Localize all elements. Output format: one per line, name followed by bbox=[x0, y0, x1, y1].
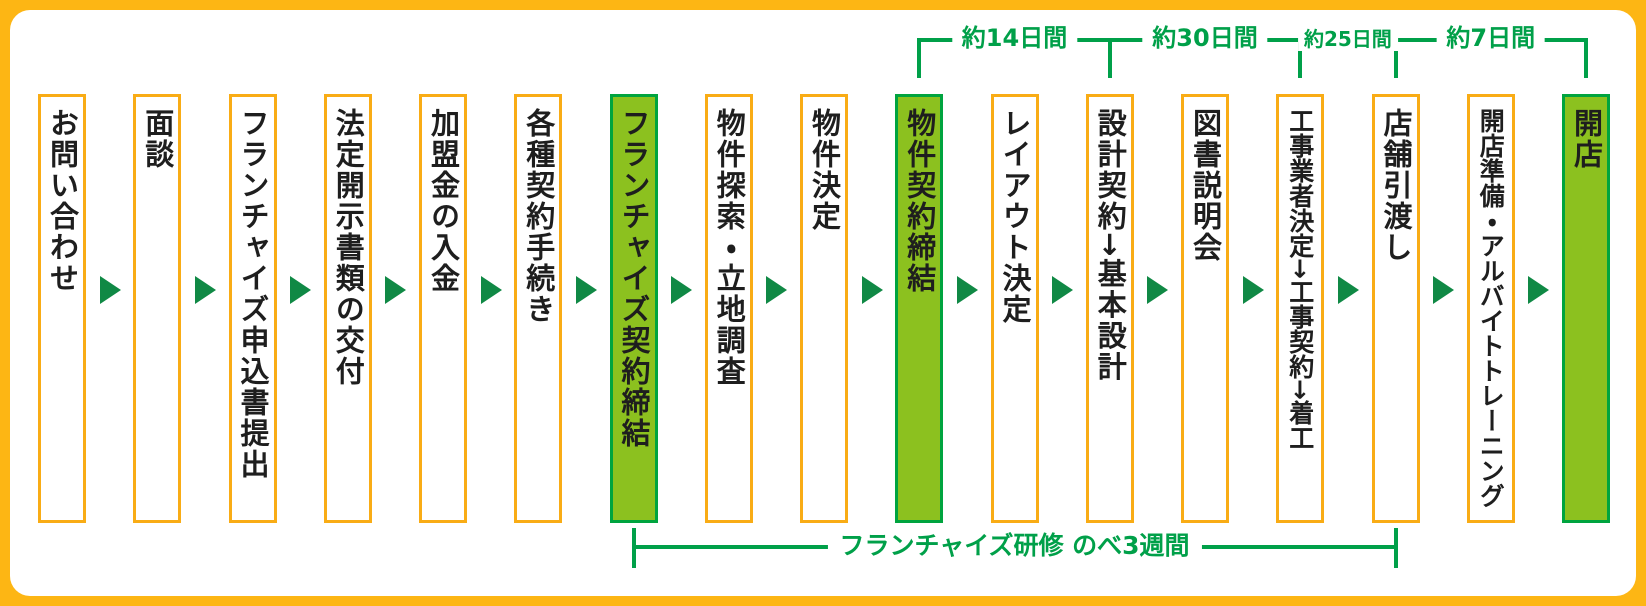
step-label: 開店準備・アルバイトトレーニング bbox=[1478, 97, 1503, 508]
step-label: レイアウト決定 bbox=[1000, 97, 1029, 325]
step-label: 物件契約締結 bbox=[905, 97, 934, 294]
step-label: 加盟金の入金 bbox=[429, 97, 458, 294]
arrow-right-icon bbox=[862, 276, 883, 304]
arrow-right-icon bbox=[576, 276, 597, 304]
step-box: お問い合わせ bbox=[38, 94, 86, 523]
step-label: 工事業者決定→工事契約→着工 bbox=[1288, 97, 1313, 450]
step-box: 開店 bbox=[1562, 94, 1610, 523]
step-box: 法定開示書類の交付 bbox=[324, 94, 372, 523]
duration-label: 約14日間 bbox=[952, 24, 1077, 52]
step-box: フランチャイズ申込書提出 bbox=[229, 94, 277, 523]
step-label: お問い合わせ bbox=[48, 97, 77, 294]
step-label: 図書説明会 bbox=[1191, 97, 1220, 263]
bracket-tick bbox=[1584, 38, 1588, 78]
arrow-right-icon bbox=[1528, 276, 1549, 304]
step-label: 設計契約→基本設計 bbox=[1095, 97, 1124, 382]
bracket-tick bbox=[632, 528, 636, 568]
step-label: 各種契約手続き bbox=[524, 97, 553, 325]
step-box: 物件探索・立地調査 bbox=[705, 94, 753, 523]
step-box: 設計契約→基本設計 bbox=[1086, 94, 1134, 523]
step-box: 物件契約締結 bbox=[895, 94, 943, 523]
arrow-right-icon bbox=[385, 276, 406, 304]
step-box: フランチャイズ契約締結 bbox=[610, 94, 658, 523]
flow-canvas: お問い合わせ 面談 フランチャイズ申込書提出 法定開示書類の交付 加盟金の入金 各種契約手… bbox=[10, 10, 1636, 596]
arrow-right-icon bbox=[481, 276, 502, 304]
step-box: 工事業者決定→工事契約→着工 bbox=[1276, 94, 1324, 523]
arrow-right-icon bbox=[100, 276, 121, 304]
step-box: 加盟金の入金 bbox=[419, 94, 467, 523]
bracket-tick bbox=[917, 38, 921, 78]
arrow-right-icon bbox=[1052, 276, 1073, 304]
duration-label: 約30日間 bbox=[1142, 24, 1267, 52]
arrow-right-icon bbox=[1147, 276, 1168, 304]
step-label: 物件探索・立地調査 bbox=[714, 97, 743, 387]
arrow-right-icon bbox=[290, 276, 311, 304]
step-box: 物件決定 bbox=[800, 94, 848, 523]
step-box: レイアウト決定 bbox=[991, 94, 1039, 523]
duration-label: フランチャイズ研修 のべ3週間 bbox=[827, 531, 1201, 560]
step-label: 法定開示書類の交付 bbox=[333, 97, 362, 387]
arrow-right-icon bbox=[957, 276, 978, 304]
arrow-right-icon bbox=[1433, 276, 1454, 304]
step-label: 開店 bbox=[1572, 97, 1601, 170]
arrow-right-icon bbox=[1243, 276, 1264, 304]
bracket-tick bbox=[1108, 38, 1112, 78]
arrow-right-icon bbox=[195, 276, 216, 304]
step-box: 開店準備・アルバイトトレーニング bbox=[1467, 94, 1515, 523]
step-label: フランチャイズ契約締結 bbox=[619, 97, 648, 449]
step-box: 店舗引渡し bbox=[1372, 94, 1420, 523]
arrow-right-icon bbox=[766, 276, 787, 304]
step-label: フランチャイズ申込書提出 bbox=[238, 97, 267, 480]
duration-label: 約7日間 bbox=[1436, 24, 1545, 52]
step-label: 面談 bbox=[143, 97, 172, 170]
arrow-right-icon bbox=[671, 276, 692, 304]
step-box: 各種契約手続き bbox=[514, 94, 562, 523]
duration-label: 約25日間 bbox=[1298, 27, 1398, 51]
step-box: 図書説明会 bbox=[1181, 94, 1229, 523]
step-label: 店舗引渡し bbox=[1381, 97, 1410, 263]
step-box: 面談 bbox=[133, 94, 181, 523]
bracket-tick bbox=[1394, 528, 1398, 568]
arrow-right-icon bbox=[1338, 276, 1359, 304]
step-label: 物件決定 bbox=[810, 97, 839, 232]
